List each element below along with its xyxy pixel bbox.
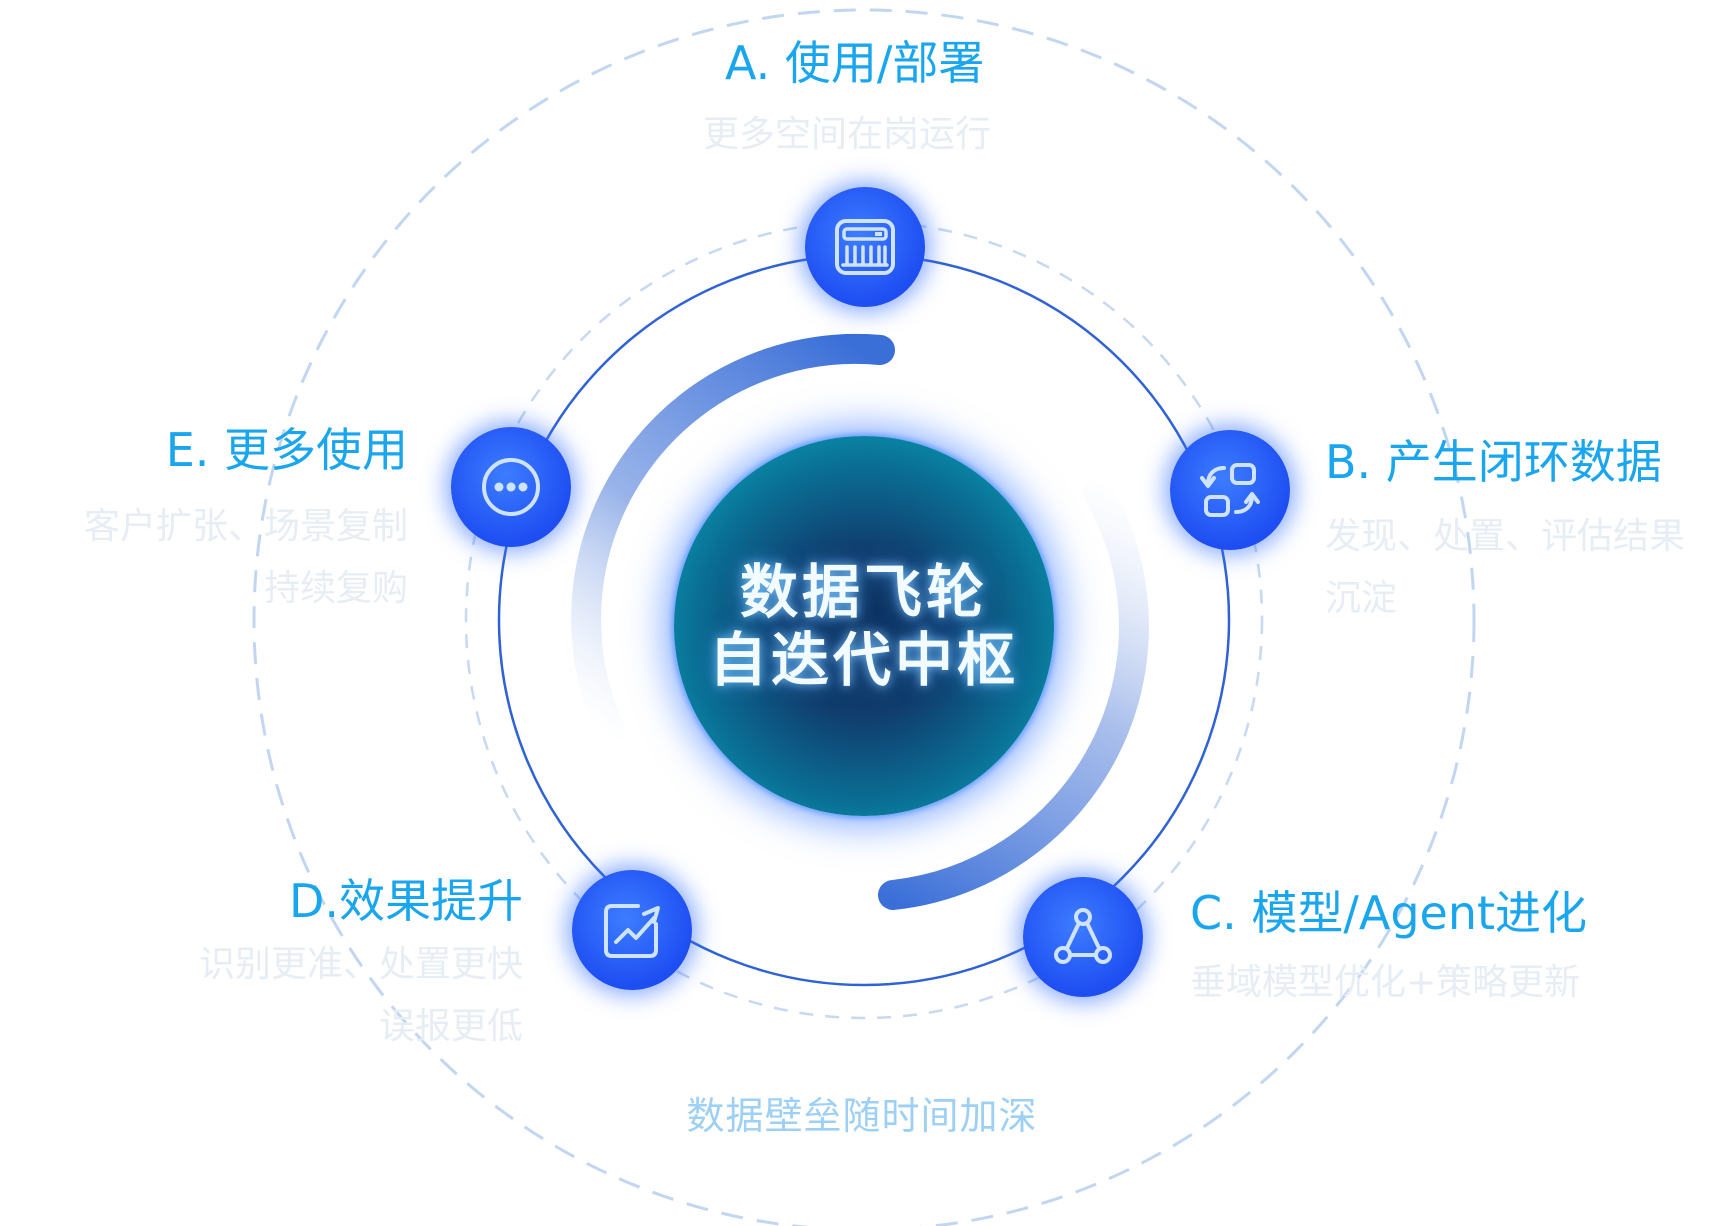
loop-blocks-icon <box>1200 463 1260 517</box>
rotation-arc-right <box>878 477 1149 910</box>
trend-up-icon <box>604 904 660 958</box>
node-c-title: C. 模型/Agent进化 <box>1190 886 1588 940</box>
node-e-desc-2: 持续复购 <box>263 568 408 609</box>
node-a-title: A. 使用/部署 <box>725 36 985 90</box>
node-d-desc-2: 误报更低 <box>378 1006 523 1047</box>
node-d <box>572 870 692 990</box>
node-a-desc-1: 更多空间在岗运行 <box>703 114 992 155</box>
node-e-title: E. 更多使用 <box>165 423 408 477</box>
node-e-desc-1: 客户扩张、场景复制 <box>83 506 408 547</box>
node-b <box>1170 430 1290 550</box>
server-icon <box>835 219 895 275</box>
node-e <box>451 427 571 547</box>
center-title-line2: 自迭代中枢 <box>708 626 1019 694</box>
node-c <box>1023 877 1143 997</box>
node-d-title: D.效果提升 <box>288 874 523 928</box>
node-a <box>805 187 925 307</box>
node-b-desc-2: 沉淀 <box>1325 578 1398 619</box>
rotation-arc-left <box>571 333 895 745</box>
footer-caption: 数据壁垒随时间加深 <box>686 1094 1038 1138</box>
node-c-desc-1: 垂域模型优化+策略更新 <box>1190 962 1581 1003</box>
webhook-icon <box>1054 908 1112 964</box>
node-d-desc-1: 识别更准、处置更快 <box>198 944 523 985</box>
outer-dashed-ring <box>252 8 1476 1226</box>
footer: 数据壁垒随时间加深 <box>0 1085 1724 1140</box>
center-title-line1: 数据飞轮 <box>739 558 988 626</box>
node-b-desc-1: 发现、处置、评估结果 <box>1325 516 1686 557</box>
center-hub: 数据飞轮 自迭代中枢 <box>674 436 1054 816</box>
more-dots-icon <box>482 458 540 516</box>
node-b-title: B. 产生闭环数据 <box>1325 435 1662 489</box>
